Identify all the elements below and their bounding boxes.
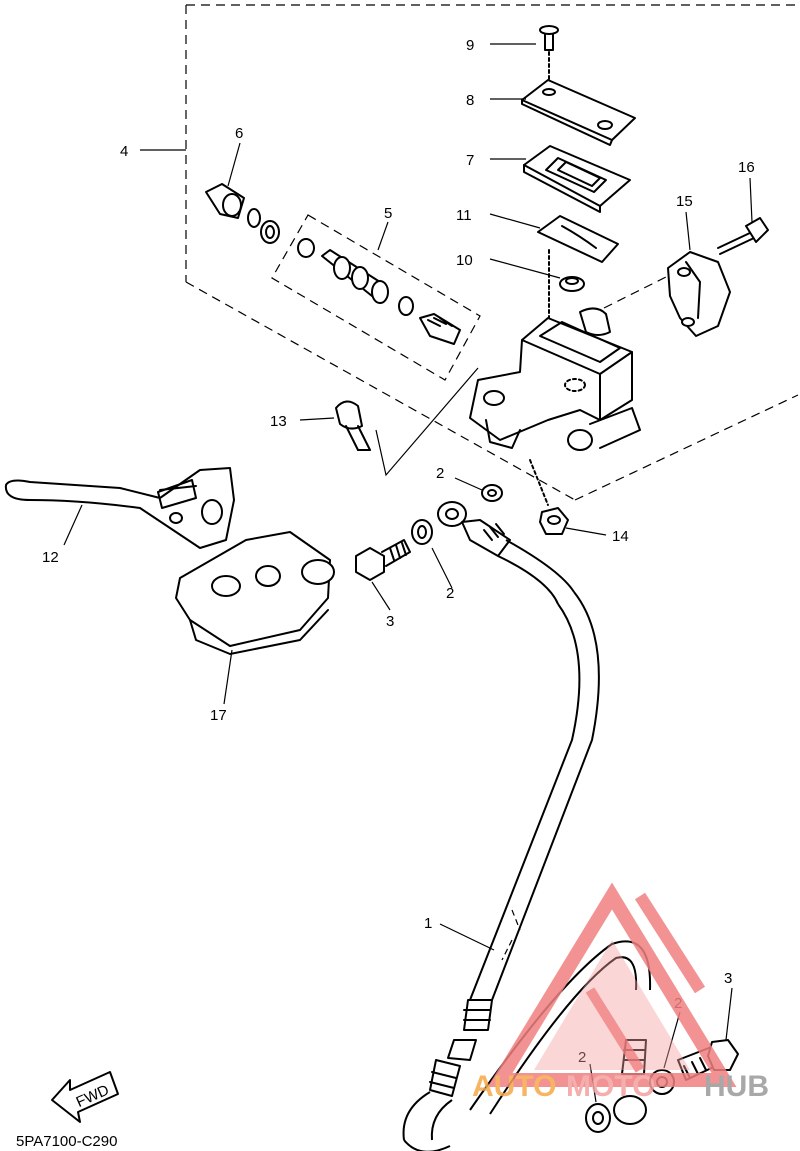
piston-kit-5 (297, 238, 461, 345)
washer-10 (548, 249, 585, 321)
watermark-text-hub: HUB (704, 1070, 769, 1103)
assembly-outline (185, 4, 799, 501)
label-3-lower: 3 (724, 970, 732, 987)
label-17: 17 (210, 707, 227, 724)
bolt-16 (717, 217, 769, 255)
label-15: 15 (676, 193, 693, 210)
dust-boot-6 (205, 183, 280, 244)
master-cylinder (469, 307, 641, 451)
label-9: 9 (466, 37, 474, 54)
pivot-bolt-13 (335, 400, 371, 451)
label-12: 12 (42, 549, 59, 566)
clamp-15 (667, 251, 731, 337)
label-2: 2 (446, 585, 454, 602)
label-16: 16 (738, 159, 755, 176)
label-14: 14 (612, 528, 629, 545)
label-5: 5 (384, 205, 392, 222)
washer-2-middle (411, 519, 433, 545)
part-labels: 9 8 7 11 10 6 5 4 15 16 13 2 14 12 3 2 1… (42, 37, 755, 1066)
diaphragm-holder-7 (523, 145, 631, 213)
watermark-logo: AUTO MOTO HUB (472, 882, 769, 1103)
label-8: 8 (466, 92, 474, 109)
reference-code: 5PA7100-C290 (16, 1133, 117, 1150)
watermark-text-auto: AUTO (472, 1070, 556, 1103)
fwd-arrow-icon: FWD (51, 1071, 119, 1123)
nut-14 (529, 459, 569, 535)
label-6: 6 (235, 125, 243, 142)
label-7: 7 (466, 152, 474, 169)
piston-kit-box (271, 214, 481, 381)
banjo-bolt-3-upper (355, 539, 411, 581)
watermark-text-moto: MOTO (566, 1070, 655, 1103)
brake-hose-1 (402, 501, 600, 1151)
label-1: 1 (424, 915, 432, 932)
label-11: 11 (456, 207, 472, 224)
reservoir-cover-8 (521, 79, 636, 146)
lever-cover-17 (175, 531, 335, 655)
label-2-upper: 2 (436, 465, 444, 482)
lever-12 (4, 467, 235, 549)
label-3: 3 (386, 613, 394, 630)
washer-2-upper (481, 484, 503, 502)
label-13: 13 (270, 413, 287, 430)
gasket-11 (537, 215, 619, 263)
label-4: 4 (120, 143, 128, 160)
screw-9 (539, 25, 559, 81)
label-2-lower-left: 2 (578, 1049, 586, 1066)
label-10: 10 (456, 252, 473, 269)
